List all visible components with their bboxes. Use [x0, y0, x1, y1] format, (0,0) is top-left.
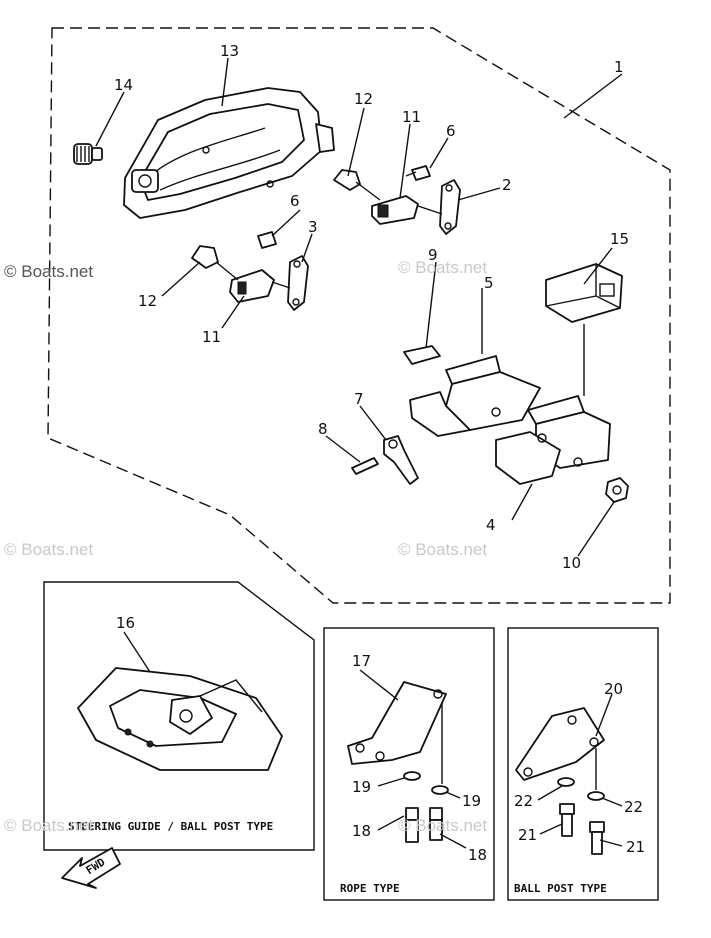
- leader-lines: [95, 57, 623, 849]
- steering-guide-part: [77, 667, 283, 771]
- callout-19a: 19: [352, 778, 371, 796]
- upper-linkage: [333, 165, 461, 235]
- ball-post-panel: [507, 627, 659, 901]
- callout-1: 1: [614, 58, 624, 76]
- callout-12b: 12: [138, 292, 157, 310]
- rope-type-panel: [323, 627, 495, 901]
- callout-8: 8: [318, 420, 328, 438]
- callout-17: 17: [352, 652, 371, 670]
- steering-guide-caption: STEERING GUIDE / BALL POST TYPE: [68, 820, 273, 833]
- callout-11a: 11: [402, 108, 421, 126]
- knob-part: [73, 143, 103, 165]
- ball-post-type-caption: BALL POST TYPE: [514, 882, 607, 895]
- callout-13: 13: [220, 42, 239, 60]
- small-hardware: [351, 435, 629, 503]
- rope-type-parts: [347, 681, 449, 843]
- callout-labels: 1 2 3 4 5 6 6 7 8 9 10 11 11 12 12 13 14…: [114, 42, 645, 864]
- callout-18a: 18: [352, 822, 371, 840]
- callout-12a: 12: [354, 90, 373, 108]
- callout-3: 3: [308, 218, 318, 236]
- callout-7: 7: [354, 390, 364, 408]
- callout-22b: 22: [624, 798, 643, 816]
- callout-21a: 21: [518, 826, 537, 844]
- switch-block: [545, 263, 623, 323]
- callout-11b: 11: [202, 328, 221, 346]
- housing-cover: [123, 87, 335, 219]
- callout-21b: 21: [626, 838, 645, 856]
- callout-18b: 18: [468, 846, 487, 864]
- callout-22a: 22: [514, 792, 533, 810]
- callout-6a: 6: [446, 122, 456, 140]
- lower-linkage: [191, 231, 309, 311]
- callout-14: 14: [114, 76, 133, 94]
- fwd-arrow: FWD: [61, 847, 121, 889]
- callout-5: 5: [484, 274, 494, 292]
- callout-4: 4: [486, 516, 496, 534]
- callout-16: 16: [116, 614, 135, 632]
- ball-post-parts: [515, 707, 605, 855]
- rope-type-caption: ROPE TYPE: [340, 882, 400, 895]
- bracket-assembly: [403, 345, 611, 485]
- callout-9: 9: [428, 246, 438, 264]
- callout-19b: 19: [462, 792, 481, 810]
- callout-10: 10: [562, 554, 581, 572]
- callout-15: 15: [610, 230, 629, 248]
- callout-6b: 6: [290, 192, 300, 210]
- callout-2: 2: [502, 176, 512, 194]
- steering-guide-panel: [43, 581, 315, 851]
- callout-20: 20: [604, 680, 623, 698]
